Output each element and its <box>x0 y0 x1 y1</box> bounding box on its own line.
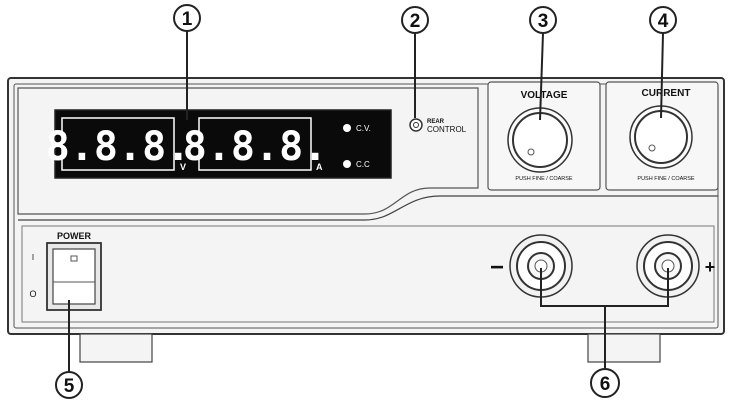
callout-5: 5 <box>55 371 83 399</box>
positive-terminal-sign: + <box>705 257 716 277</box>
voltage-knob-title: VOLTAGE <box>521 90 568 101</box>
current-knob-title: CURRENT <box>642 88 691 99</box>
cc-indicator-led <box>343 160 351 168</box>
callout-6: 6 <box>590 368 620 398</box>
power-switch-title: POWER <box>57 231 92 241</box>
current-knob-pointer <box>648 144 656 152</box>
voltage-display-frame <box>61 117 175 171</box>
panel-divider-line <box>18 195 718 221</box>
callout-1-number: 1 <box>182 9 193 30</box>
callout-2: 2 <box>401 6 429 34</box>
callout-4-number: 4 <box>658 11 669 32</box>
voltage-knob-pointer <box>527 148 535 156</box>
callout-3-number: 3 <box>538 11 549 32</box>
voltage-knob-sub-label: PUSH FINE / COARSE <box>515 176 572 182</box>
rear-control-led <box>409 118 423 132</box>
display-bay-outline <box>17 87 479 215</box>
leader-lines <box>68 30 669 372</box>
rocker-indicator-mark <box>70 255 78 262</box>
power-rocker-switch[interactable] <box>52 248 96 305</box>
callout-5-number: 5 <box>64 376 75 397</box>
rear-control-label-line2: CONTROL <box>427 125 467 134</box>
negative-terminal-sign: − <box>490 254 504 281</box>
voltage-knob[interactable] <box>512 112 568 168</box>
callout-6-number: 6 <box>600 374 611 395</box>
current-knob[interactable] <box>634 110 688 164</box>
lower-panel-frame <box>21 225 715 323</box>
current-unit-label: A <box>316 162 323 172</box>
current-knob-sub-label: PUSH FINE / COARSE <box>637 176 694 182</box>
left-foot <box>79 333 153 363</box>
callout-3: 3 <box>529 6 557 34</box>
leader-line-4 <box>660 32 664 119</box>
rear-control-led-inner <box>413 122 419 128</box>
cv-label: C.V. <box>356 124 371 133</box>
rear-control-label-line1: REAR <box>427 119 445 125</box>
current-reading: 8.8.8. <box>183 124 328 170</box>
chassis-inner-outline <box>13 83 719 329</box>
power-on-mark: I <box>32 253 34 262</box>
power-off-mark: O <box>29 289 36 299</box>
voltage-unit-label: V <box>180 162 186 172</box>
right-foot <box>587 333 661 363</box>
current-display-frame <box>198 117 312 171</box>
callout-2-number: 2 <box>410 11 421 32</box>
cc-label: C.C <box>356 160 370 169</box>
leader-line-3 <box>539 32 544 121</box>
cv-indicator-led <box>343 124 351 132</box>
callout-4: 4 <box>649 6 677 34</box>
callout-1: 1 <box>173 4 201 32</box>
voltage-reading: 8.8.8. <box>46 124 191 170</box>
